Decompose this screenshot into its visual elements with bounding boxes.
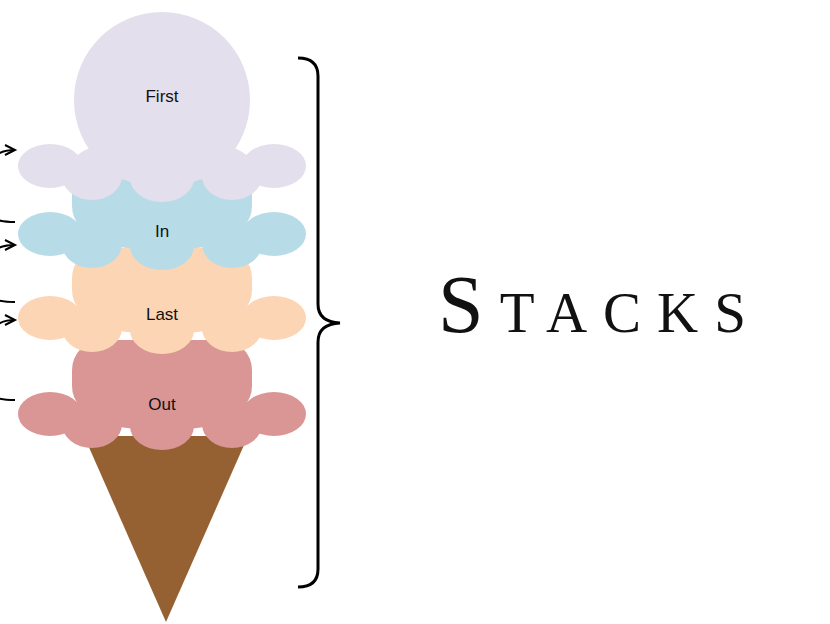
ice-cream-scoop: First [16,8,308,204]
scoop-label: Last [16,304,308,326]
push-arrow [0,245,15,302]
scoop-label: Out [16,394,308,416]
ice-cream-scoop: Out [16,340,308,452]
push-arrow [0,320,15,400]
scoop-frill [76,138,248,182]
waffle-cone [84,436,248,622]
scoop-label: In [16,221,308,243]
slide-title: Stacks [410,255,790,355]
push-arrow [0,150,15,222]
scoop-label: First [16,86,308,108]
